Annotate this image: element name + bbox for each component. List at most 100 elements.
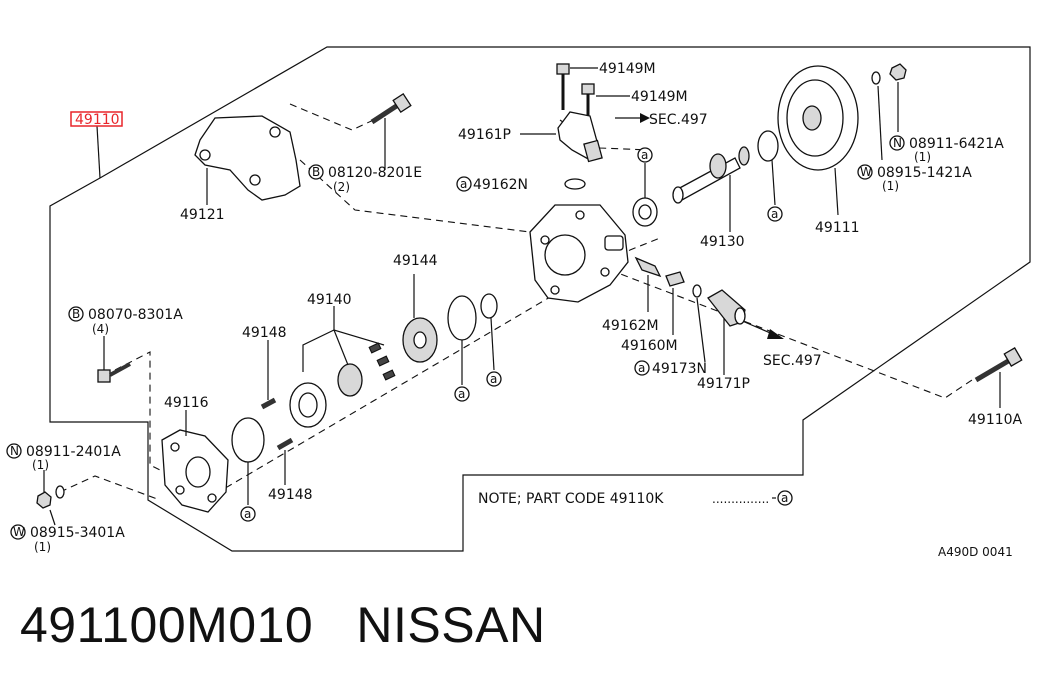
label-08915-1421: 08915-1421A xyxy=(877,165,972,181)
qty-08120: (2) xyxy=(333,180,350,194)
bracket-hole xyxy=(199,149,211,161)
oring-small xyxy=(480,293,498,319)
highlight-label: 49110 xyxy=(75,112,120,128)
bolt-49149m-lower xyxy=(581,83,595,116)
prefix-b-08070 xyxy=(68,306,84,322)
washer-08915-1421 xyxy=(871,71,881,85)
prefix-b-08070-letter: B xyxy=(72,307,80,321)
pin-49148-upper xyxy=(260,397,277,410)
qty-08915-1421: (1) xyxy=(882,179,899,193)
label-49110a: 49110A xyxy=(968,412,1023,428)
leader-49111 xyxy=(834,167,839,216)
ref-a-seal xyxy=(637,147,653,163)
dash-bracket-bolt xyxy=(289,103,381,131)
ref-a-oring-large-letter: a xyxy=(458,387,465,401)
footer-part-number: 491100M010 xyxy=(20,597,314,653)
label-08070: 08070-8301A xyxy=(88,307,183,323)
vanes-49140 xyxy=(337,342,396,397)
prefix-w-08915-1421 xyxy=(857,164,873,180)
washer-08915-3401 xyxy=(55,485,65,499)
pump-body-hole xyxy=(575,210,585,220)
leader-08915-1421 xyxy=(877,85,883,161)
assembly-outline xyxy=(49,46,1031,552)
bolt-49110a xyxy=(974,347,1023,383)
label-49160m: 49160M xyxy=(621,338,678,354)
cam-ring xyxy=(289,382,327,428)
ref-a-gasket xyxy=(240,506,256,522)
label-49171p: 49171P xyxy=(697,376,750,392)
leader-08915-3401 xyxy=(49,509,56,526)
label-49116: 49116 xyxy=(164,395,209,411)
cover-hole xyxy=(170,442,180,452)
qty-08911-6421: (1) xyxy=(914,150,931,164)
pin-49148-lower xyxy=(276,437,294,451)
ref-a-note xyxy=(777,490,793,506)
bolt-08120 xyxy=(370,92,412,125)
spring-49162m xyxy=(634,256,662,278)
footer-caption: 491100M010 NISSAN xyxy=(20,596,546,654)
dash-left-bolt xyxy=(114,351,161,471)
ref-a-49173n xyxy=(634,360,650,376)
prefix-w-08915-1421-letter: W xyxy=(860,165,872,179)
ref-a-seal-letter: a xyxy=(641,148,648,162)
fitting-49171p xyxy=(707,289,746,327)
qty-08070: (4) xyxy=(92,322,109,336)
pump-body-hole xyxy=(600,267,610,277)
label-sec497-lower: SEC.497 xyxy=(763,353,822,369)
label-49149m-upper: 49149M xyxy=(599,61,656,77)
label-49148-upper: 49148 xyxy=(242,325,287,341)
label-49140: 49140 xyxy=(307,292,352,308)
ref-a-note-letter: a xyxy=(781,491,788,505)
prefix-n-08911-6421 xyxy=(889,135,905,151)
cover-hole xyxy=(207,493,217,503)
highlight-box xyxy=(70,111,123,127)
label-49121: 49121 xyxy=(180,207,225,223)
ref-a-gasket-letter: a xyxy=(244,507,251,521)
nut-08911-2401 xyxy=(36,491,52,509)
note-dots: ............... xyxy=(712,492,769,506)
leader-49173n xyxy=(696,297,706,363)
label-08911-2401: 08911-2401A xyxy=(26,444,121,460)
label-49130: 49130 xyxy=(700,234,745,250)
leader-49140-vane xyxy=(333,329,349,366)
shaft-49130 xyxy=(672,146,750,204)
prefix-n-08911-2401 xyxy=(6,443,22,459)
oring-large xyxy=(447,295,477,341)
plate-49144 xyxy=(402,317,438,363)
prefix-b-08120-letter: B xyxy=(312,165,320,179)
pulley-hub xyxy=(802,105,822,131)
label-49149m-lower: 49149M xyxy=(631,89,688,105)
ref-a-snap-letter: a xyxy=(771,207,778,221)
ref-a-oring-large xyxy=(454,386,470,402)
label-49173n: 49173N xyxy=(652,361,707,377)
label-08911-6421: 08911-6421A xyxy=(909,136,1004,152)
snap-ring xyxy=(757,130,779,162)
seal-ring-inner xyxy=(638,204,652,220)
pump-body-hole xyxy=(540,235,550,245)
dash-main-axis xyxy=(204,237,661,501)
label-49111: 49111 xyxy=(815,220,860,236)
label-49148-lower: 49148 xyxy=(268,487,313,503)
ref-a-oring-small xyxy=(486,371,502,387)
label-49161p: 49161P xyxy=(458,127,511,143)
ref-a-49162n xyxy=(456,176,472,192)
oring-49162n xyxy=(564,178,586,190)
bracket-49121 xyxy=(194,115,301,201)
prefix-b-08120 xyxy=(308,164,324,180)
fitting-pipe xyxy=(583,139,603,163)
qty-08911-2401: (1) xyxy=(32,458,49,472)
oring-49173n xyxy=(692,284,702,298)
ref-a-49162n-letter: a xyxy=(460,177,467,191)
leader-49140 xyxy=(302,329,385,372)
prefix-n-08911-2401-letter: N xyxy=(10,444,19,458)
pump-body-hole xyxy=(550,285,560,295)
dash-nut-washer xyxy=(59,475,161,501)
label-08120: 08120-8201E xyxy=(328,165,422,181)
gasket xyxy=(231,417,265,463)
ref-a-49173n-letter: a xyxy=(638,361,645,375)
diagram-code: A490D 0041 xyxy=(938,545,1013,559)
footer-brand: NISSAN xyxy=(356,597,546,653)
label-08915-3401: 08915-3401A xyxy=(30,525,125,541)
ref-a-snap xyxy=(767,206,783,222)
